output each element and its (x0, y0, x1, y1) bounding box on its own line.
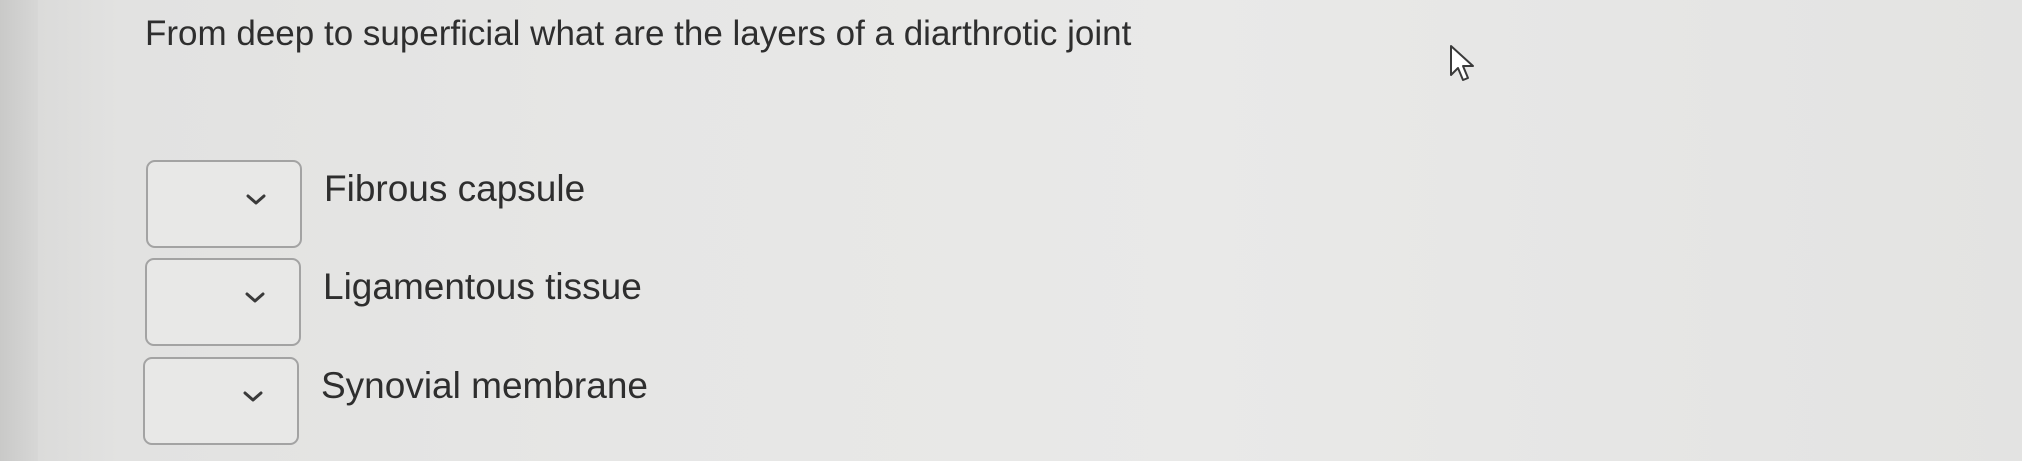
layer-order-select-3[interactable] (143, 357, 299, 445)
left-edge-strip (0, 0, 38, 461)
chevron-down-icon (245, 292, 265, 303)
question-text: From deep to superficial what are the la… (145, 14, 1132, 53)
layer-order-select-2[interactable] (145, 258, 301, 346)
option-label: Ligamentous tissue (323, 266, 642, 307)
option-label: Fibrous capsule (324, 168, 586, 209)
mouse-pointer-icon (1450, 45, 1474, 81)
layer-order-select-1[interactable] (146, 160, 302, 248)
option-label: Synovial membrane (321, 365, 648, 406)
chevron-down-icon (243, 391, 263, 402)
chevron-down-icon (246, 194, 266, 205)
